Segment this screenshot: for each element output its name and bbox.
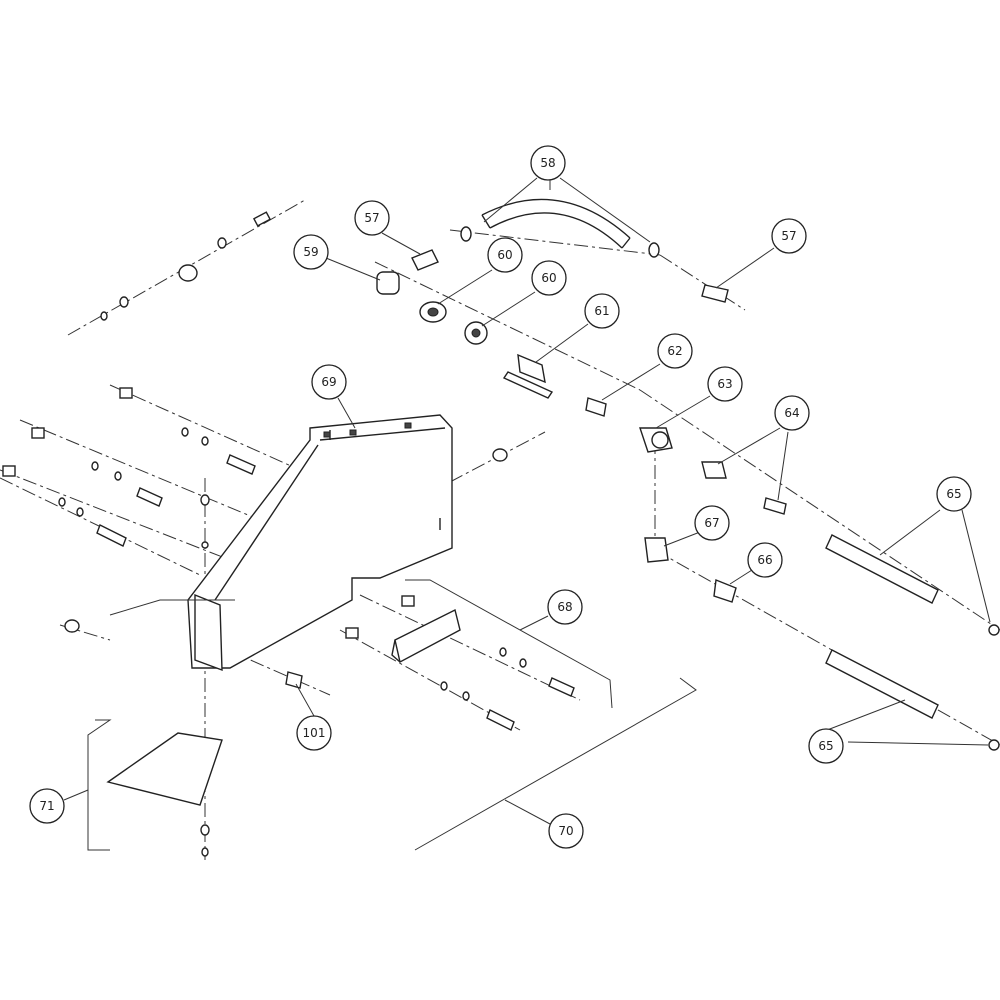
callout-58: 58 — [530, 145, 566, 181]
callout-71: 71 — [29, 788, 65, 824]
callout-68: 68 — [547, 589, 583, 625]
callout-64: 64 — [774, 395, 810, 431]
svg-text:67: 67 — [704, 516, 719, 530]
callout-65-lower: 65 — [808, 728, 844, 764]
callout-61: 61 — [584, 293, 620, 329]
callout-57-right: 57 — [771, 218, 807, 254]
svg-text:64: 64 — [784, 406, 799, 420]
svg-text:66: 66 — [757, 553, 772, 567]
svg-text:61: 61 — [594, 304, 609, 318]
svg-text:58: 58 — [540, 156, 555, 170]
upper-left-fasteners — [100, 211, 272, 321]
callout-66: 66 — [747, 542, 783, 578]
svg-text:70: 70 — [558, 824, 573, 838]
svg-text:60: 60 — [497, 248, 512, 262]
callout-65-upper: 65 — [936, 476, 972, 512]
svg-text:69: 69 — [321, 375, 336, 389]
callout-60-b: 60 — [531, 260, 567, 296]
svg-text:71: 71 — [39, 799, 54, 813]
svg-text:60: 60 — [541, 271, 556, 285]
housing — [187, 414, 508, 672]
bracket-plate — [106, 732, 223, 857]
svg-text:65: 65 — [946, 487, 961, 501]
svg-text:63: 63 — [717, 377, 732, 391]
svg-text:68: 68 — [557, 600, 572, 614]
svg-text:65: 65 — [818, 739, 833, 753]
callout-59: 59 — [293, 234, 329, 270]
callout-60-a: 60 — [487, 237, 523, 273]
svg-text:57: 57 — [364, 211, 379, 225]
center-lines — [0, 199, 1000, 860]
callout-57-left: 57 — [354, 200, 390, 236]
sensor-block — [285, 595, 575, 731]
left-bolt-rows — [2, 387, 256, 633]
callout-67: 67 — [694, 505, 730, 541]
svg-text:59: 59 — [303, 245, 318, 259]
svg-text:101: 101 — [303, 726, 326, 740]
fittings-upper — [376, 249, 787, 603]
callout-101: 101 — [296, 715, 332, 751]
group-brackets — [87, 579, 697, 851]
callout-63: 63 — [707, 366, 743, 402]
callout-69: 69 — [311, 364, 347, 400]
svg-text:57: 57 — [781, 229, 796, 243]
hose — [460, 198, 660, 258]
svg-text:62: 62 — [667, 344, 682, 358]
callout-62: 62 — [657, 333, 693, 369]
leader-lines — [63, 177, 991, 825]
callout-70: 70 — [548, 813, 584, 849]
rods — [825, 534, 1000, 751]
